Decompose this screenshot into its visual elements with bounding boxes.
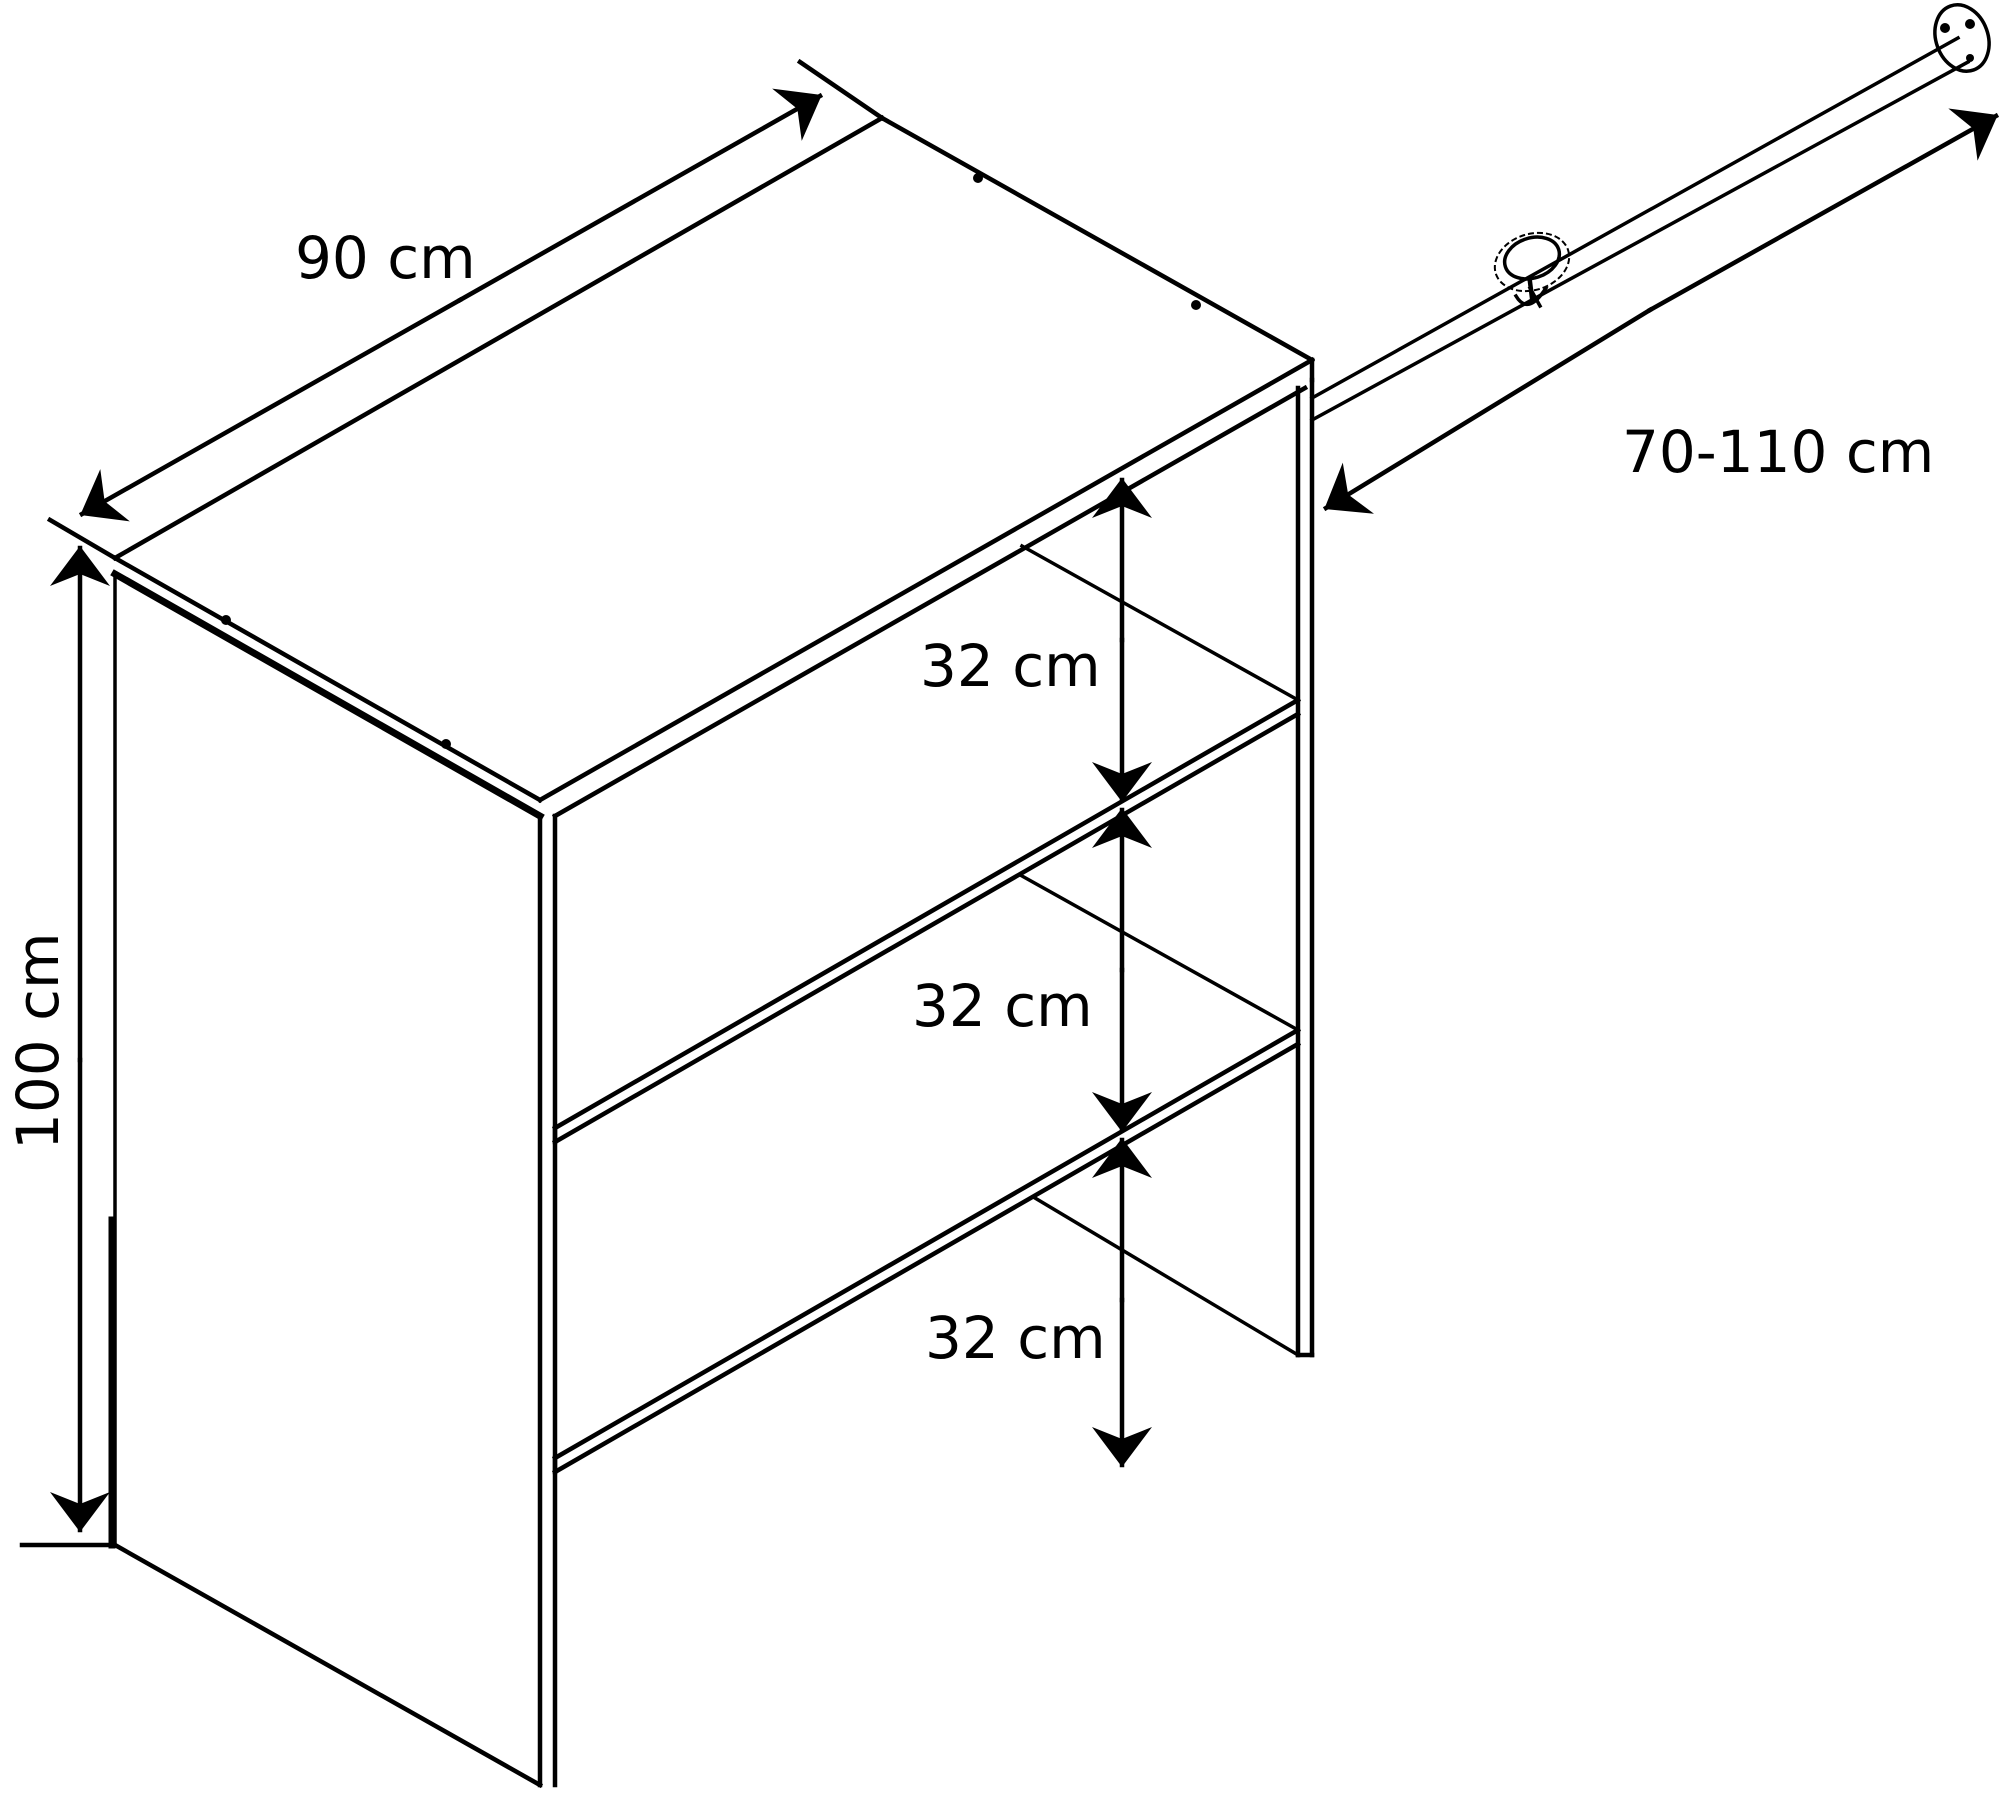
height-label: 100 cm [4, 932, 72, 1150]
right-side-panel [1019, 377, 1315, 1358]
top-panel [110, 114, 1316, 821]
shelf-2 [551, 1026, 1302, 1476]
dimension-height [19, 545, 115, 1548]
left-side-panel [108, 572, 558, 1789]
shelf-spacing-label-bottom: 32 cm [925, 1304, 1106, 1372]
dimension-width [46, 58, 886, 562]
wall-bracket [1933, 3, 1991, 73]
shelf-spacing-label-top: 32 cm [920, 632, 1101, 700]
rail-clamp-knob [1493, 231, 1571, 306]
rail-extension-label: 70-110 cm [1622, 418, 1934, 486]
cabinet [108, 114, 1316, 1789]
shelf-spacing-label-middle: 32 cm [912, 972, 1093, 1040]
hanging-rail [1309, 3, 1991, 423]
dimension-rail [1322, 108, 2000, 514]
shelf-1 [551, 696, 1302, 1146]
width-label: 90 cm [295, 224, 476, 292]
